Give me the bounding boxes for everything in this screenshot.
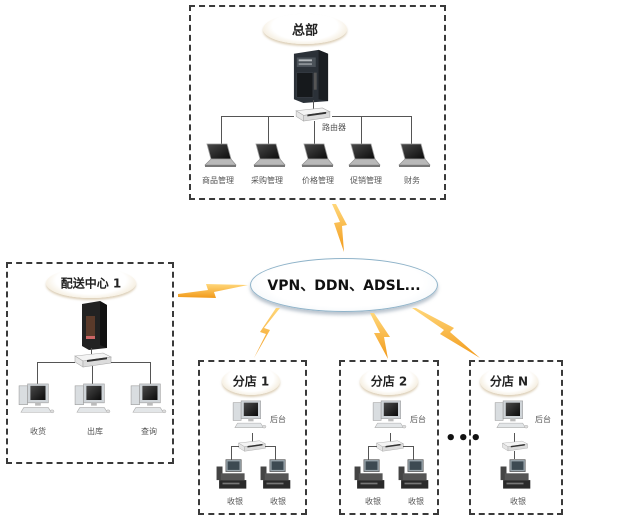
store-title: 分店 2 (360, 367, 418, 395)
server-icon (78, 300, 108, 350)
router-icon (73, 352, 113, 368)
connector (221, 116, 222, 144)
connector (411, 116, 412, 144)
pos-terminal-icon (214, 458, 248, 492)
pos-label: 收银 (365, 497, 381, 506)
pos-terminal-icon (498, 458, 532, 492)
laptop-icon (298, 143, 334, 169)
connector (368, 446, 369, 460)
connector (252, 433, 253, 443)
network-label: VPN、DDN、ADSL... (267, 278, 421, 294)
network-cloud: VPN、DDN、ADSL... (250, 258, 438, 312)
connector (37, 362, 38, 384)
connector (91, 348, 92, 356)
backend-label: 后台 (270, 415, 286, 424)
desktop-icon (232, 400, 268, 432)
connector (275, 446, 276, 460)
desktop-icon (74, 383, 112, 417)
lightning-icon (332, 204, 347, 252)
connector (332, 116, 412, 117)
server-icon (292, 48, 330, 103)
store-title: 分店 1 (222, 367, 280, 395)
connector (231, 446, 239, 447)
distribution-center-box (6, 262, 174, 464)
headquarters-title-text: 总部 (291, 23, 318, 39)
connector (361, 116, 362, 144)
pos-label: 收银 (270, 497, 286, 506)
store-box (469, 360, 563, 515)
dc-terminal-label: 出库 (87, 427, 103, 436)
connector (413, 446, 414, 460)
desktop-icon (494, 400, 530, 432)
router-icon (237, 440, 267, 452)
lightning-icon (254, 308, 280, 358)
connector (390, 433, 391, 443)
store-title-text: 分店 N (489, 374, 529, 389)
store-title-text: 分店 2 (370, 374, 408, 389)
dc-terminal-label: 收货 (30, 427, 46, 436)
backend-label: 后台 (535, 415, 551, 424)
desktop-icon (372, 400, 408, 432)
distribution-center-title-text: 配送中心 1 (60, 276, 122, 291)
desktop-icon (130, 383, 168, 417)
lightning-icon (370, 313, 390, 359)
connector (150, 362, 151, 384)
pos-label: 收银 (408, 497, 424, 506)
connector (221, 116, 294, 117)
connector (265, 446, 275, 447)
connector (314, 121, 315, 144)
router-icon (294, 107, 332, 122)
hq-terminal-label: 采购管理 (251, 176, 283, 185)
connector (231, 446, 232, 460)
router-label: 路由器 (322, 123, 346, 132)
ellipsis: ••• (445, 428, 483, 449)
headquarters-title: 总部 (263, 14, 347, 44)
hq-terminal-label: 价格管理 (302, 176, 334, 185)
connector (403, 446, 413, 447)
store-box (339, 360, 439, 515)
backend-label: 后台 (410, 415, 426, 424)
laptop-icon (345, 143, 381, 169)
connector (268, 116, 269, 144)
connector (111, 362, 151, 363)
connector (92, 366, 93, 384)
lightning-icon (412, 308, 480, 358)
headquarters-box (189, 5, 446, 200)
router-icon (375, 440, 405, 452)
dc-terminal-label: 查询 (141, 427, 157, 436)
connector (514, 433, 515, 443)
laptop-icon (395, 143, 431, 169)
pos-terminal-icon (352, 458, 386, 492)
store-title: 分店 N (480, 367, 538, 395)
distribution-center-title: 配送中心 1 (46, 268, 136, 298)
store-title-text: 分店 1 (232, 374, 270, 389)
router-icon (501, 440, 529, 452)
hq-terminal-label: 财务 (404, 176, 420, 185)
connector (368, 446, 377, 447)
lightning-icon (178, 284, 248, 298)
pos-label: 收银 (227, 497, 243, 506)
store-box (198, 360, 307, 515)
connector (37, 362, 75, 363)
hq-terminal-label: 促销管理 (350, 176, 382, 185)
connector (514, 451, 515, 459)
hq-terminal-label: 商品管理 (202, 176, 234, 185)
pos-terminal-icon (396, 458, 430, 492)
pos-terminal-icon (258, 458, 292, 492)
laptop-icon (201, 143, 237, 169)
desktop-icon (18, 383, 56, 417)
pos-label: 收银 (510, 497, 526, 506)
connector (313, 100, 314, 110)
laptop-icon (250, 143, 286, 169)
